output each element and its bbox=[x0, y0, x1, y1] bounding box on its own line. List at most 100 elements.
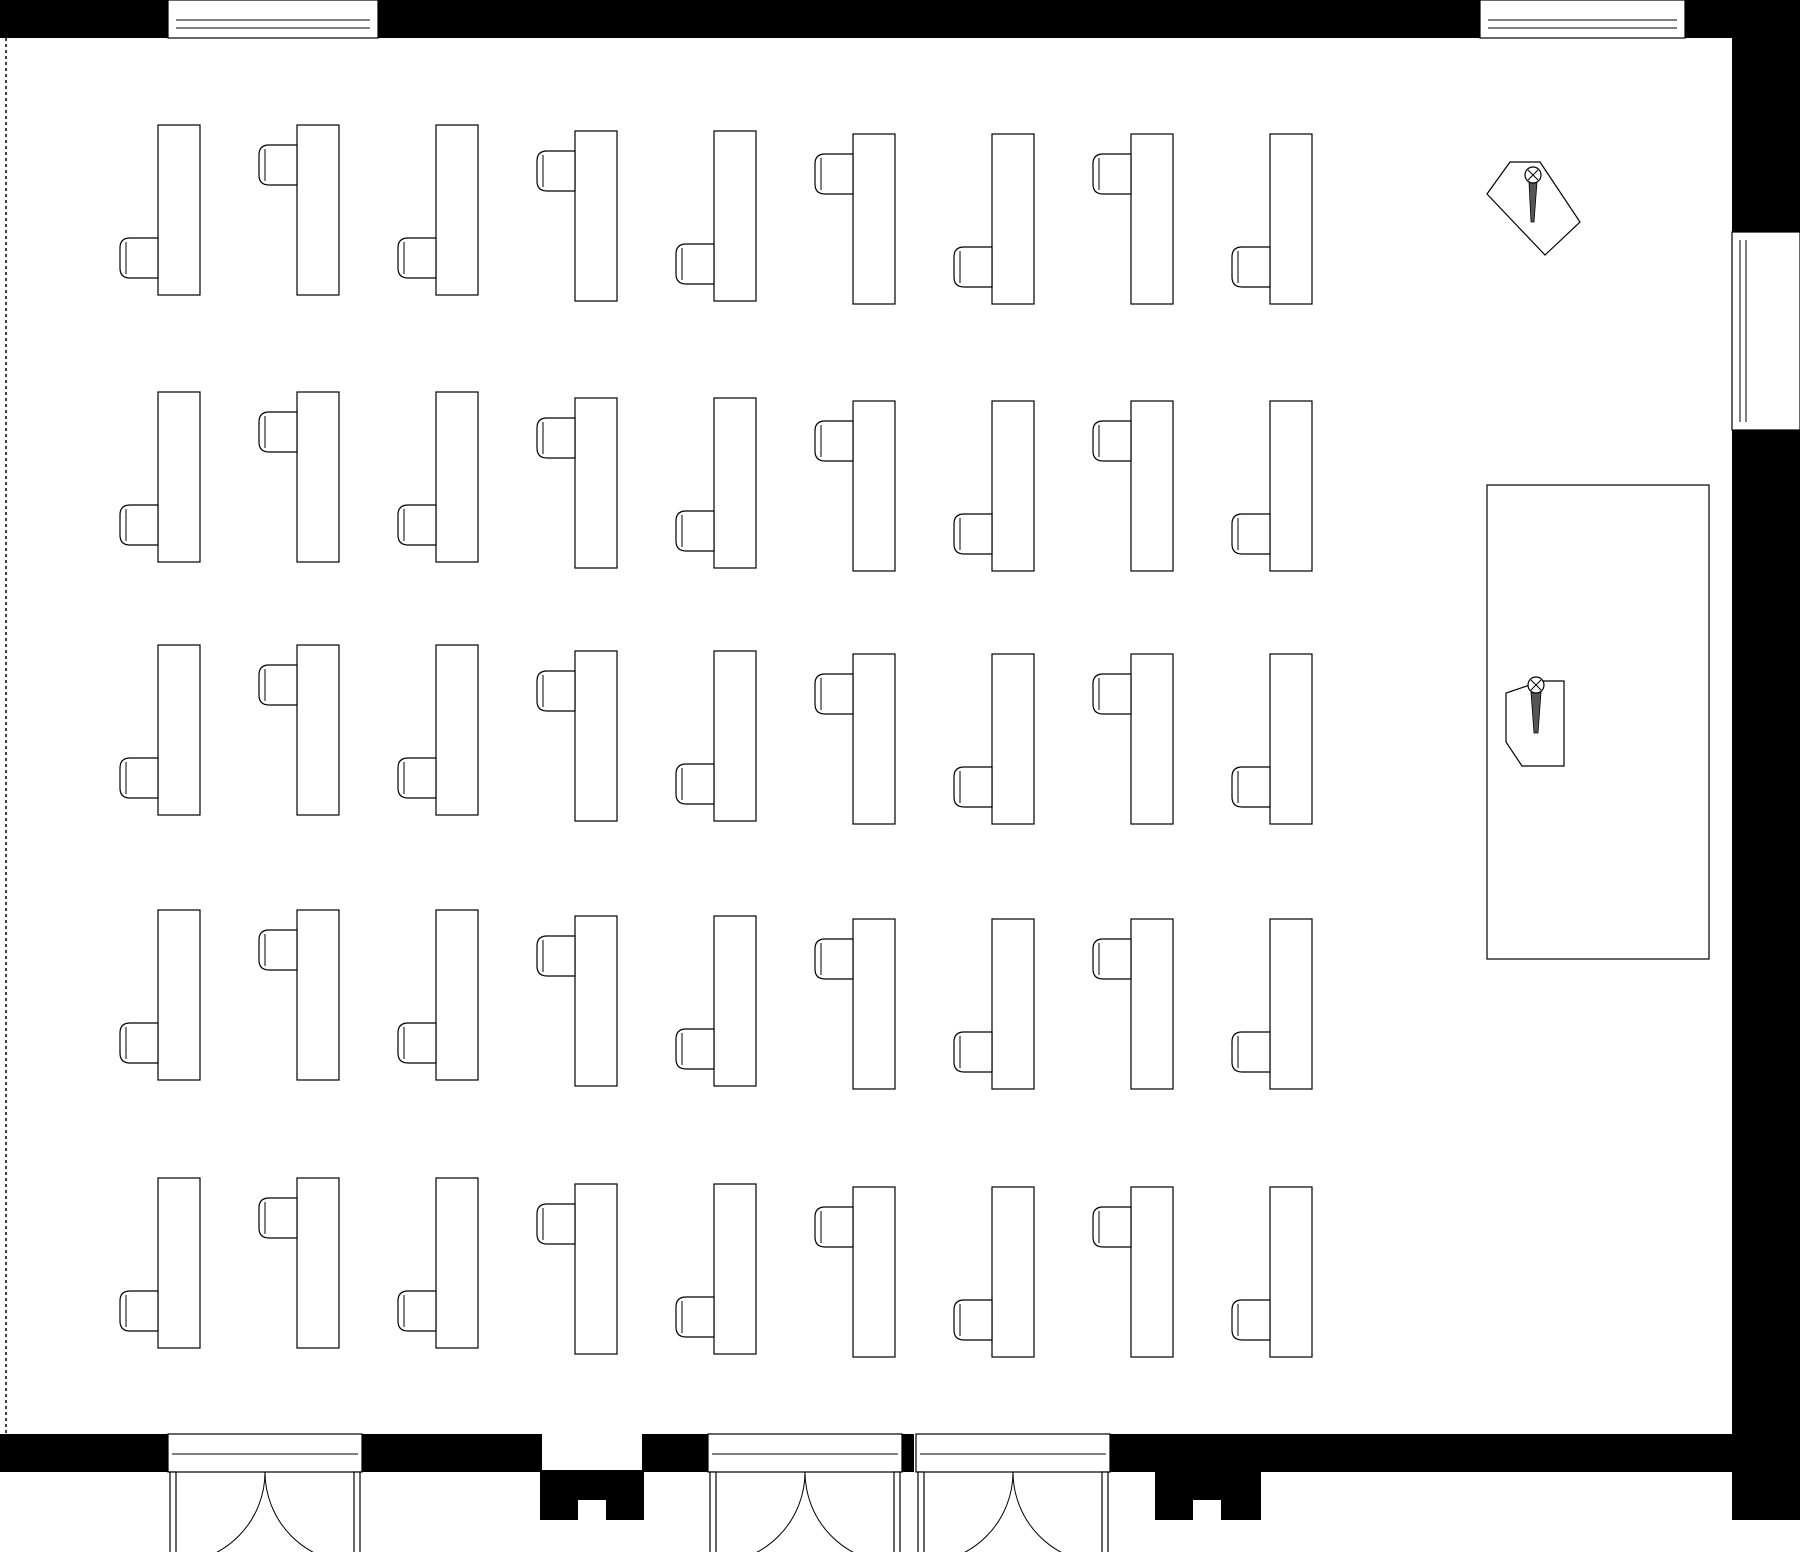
student-desk bbox=[296, 1177, 340, 1349]
student-desk-station bbox=[536, 130, 618, 302]
chair bbox=[1092, 153, 1132, 195]
student-desk-station bbox=[397, 391, 479, 563]
chair bbox=[397, 757, 437, 799]
student-desk bbox=[296, 124, 340, 296]
chair bbox=[1231, 246, 1271, 288]
chair bbox=[536, 150, 576, 192]
door-leaf bbox=[893, 1471, 901, 1552]
pier-notch bbox=[1193, 1500, 1221, 1520]
chair bbox=[1092, 1206, 1132, 1248]
student-desk-station bbox=[119, 391, 201, 563]
chair bbox=[953, 1299, 993, 1341]
chair bbox=[1092, 673, 1132, 715]
student-desk bbox=[991, 400, 1035, 572]
podium bbox=[1505, 676, 1565, 767]
door-leaf bbox=[169, 1471, 177, 1552]
student-desk-station bbox=[675, 1183, 757, 1355]
student-desk bbox=[852, 133, 896, 305]
student-desk-station bbox=[119, 644, 201, 816]
pier-notch bbox=[578, 1500, 606, 1520]
chair bbox=[1231, 1031, 1271, 1073]
student-desk-station bbox=[953, 1186, 1035, 1358]
student-desk bbox=[852, 1186, 896, 1358]
chair bbox=[258, 411, 298, 453]
chair bbox=[119, 1290, 159, 1332]
student-desk bbox=[991, 133, 1035, 305]
chair bbox=[397, 237, 437, 279]
student-desk-station bbox=[1231, 918, 1313, 1090]
student-desk-station bbox=[953, 653, 1035, 825]
window bbox=[1479, 0, 1686, 39]
wall-segment bbox=[1110, 1434, 1800, 1472]
student-desk bbox=[157, 124, 201, 296]
student-desk-station bbox=[953, 918, 1035, 1090]
door-frame bbox=[915, 1433, 1111, 1473]
student-desk bbox=[991, 653, 1035, 825]
chair bbox=[953, 766, 993, 808]
chair bbox=[953, 1031, 993, 1073]
student-desk-station bbox=[119, 909, 201, 1081]
student-desk-station bbox=[1092, 653, 1174, 825]
student-desk-station bbox=[536, 397, 618, 569]
student-desk-station bbox=[258, 391, 340, 563]
chair bbox=[675, 510, 715, 552]
chair bbox=[814, 420, 854, 462]
student-desk-station bbox=[536, 915, 618, 1087]
student-desk-station bbox=[1231, 653, 1313, 825]
student-desk-grid bbox=[119, 124, 1313, 1358]
student-desk bbox=[435, 1177, 479, 1349]
chair bbox=[953, 246, 993, 288]
student-desk bbox=[991, 918, 1035, 1090]
student-desk-station bbox=[1231, 1186, 1313, 1358]
windows bbox=[167, 0, 1800, 431]
wall-segment bbox=[0, 1434, 168, 1472]
door-frame bbox=[707, 1433, 903, 1473]
door-leaf bbox=[709, 1471, 717, 1552]
wall-segment bbox=[1732, 0, 1800, 232]
door-swing-arc bbox=[1012, 1471, 1062, 1552]
student-desk-station bbox=[675, 915, 757, 1087]
student-desk-station bbox=[397, 1177, 479, 1349]
chair bbox=[258, 664, 298, 706]
chair bbox=[397, 1022, 437, 1064]
student-desk bbox=[157, 909, 201, 1081]
door-leaf bbox=[917, 1471, 925, 1552]
student-desk-station bbox=[1231, 400, 1313, 572]
student-desk bbox=[435, 391, 479, 563]
student-desk-station bbox=[258, 1177, 340, 1349]
chair bbox=[536, 1203, 576, 1245]
chair bbox=[536, 417, 576, 459]
microphone-grille bbox=[1527, 169, 1539, 181]
walls bbox=[0, 0, 1800, 1520]
chair bbox=[397, 504, 437, 546]
window bbox=[1731, 231, 1800, 431]
chair bbox=[536, 935, 576, 977]
student-desk bbox=[574, 397, 618, 569]
chair bbox=[675, 243, 715, 285]
window bbox=[167, 0, 379, 39]
chair bbox=[675, 763, 715, 805]
student-desk bbox=[713, 397, 757, 569]
wall-segment bbox=[1732, 430, 1800, 1520]
chair bbox=[675, 1296, 715, 1338]
student-desk-station bbox=[814, 400, 896, 572]
student-desk bbox=[1130, 1186, 1174, 1358]
student-desk-station bbox=[119, 1177, 201, 1349]
student-desk-station bbox=[814, 653, 896, 825]
student-desk-station bbox=[258, 124, 340, 296]
teacher-area bbox=[1486, 161, 1710, 960]
microphone-grille bbox=[1530, 679, 1542, 691]
student-desk bbox=[852, 918, 896, 1090]
chair bbox=[953, 513, 993, 555]
student-desk-station bbox=[814, 1186, 896, 1358]
doors bbox=[167, 1433, 1111, 1552]
student-desk-station bbox=[1092, 918, 1174, 1090]
chair bbox=[1092, 420, 1132, 462]
door-leaf bbox=[1101, 1471, 1109, 1552]
chair bbox=[1231, 766, 1271, 808]
wall-segment bbox=[642, 1434, 710, 1472]
door-frame bbox=[167, 1433, 363, 1473]
chair bbox=[675, 1028, 715, 1070]
student-desk bbox=[157, 644, 201, 816]
student-desk-station bbox=[397, 644, 479, 816]
